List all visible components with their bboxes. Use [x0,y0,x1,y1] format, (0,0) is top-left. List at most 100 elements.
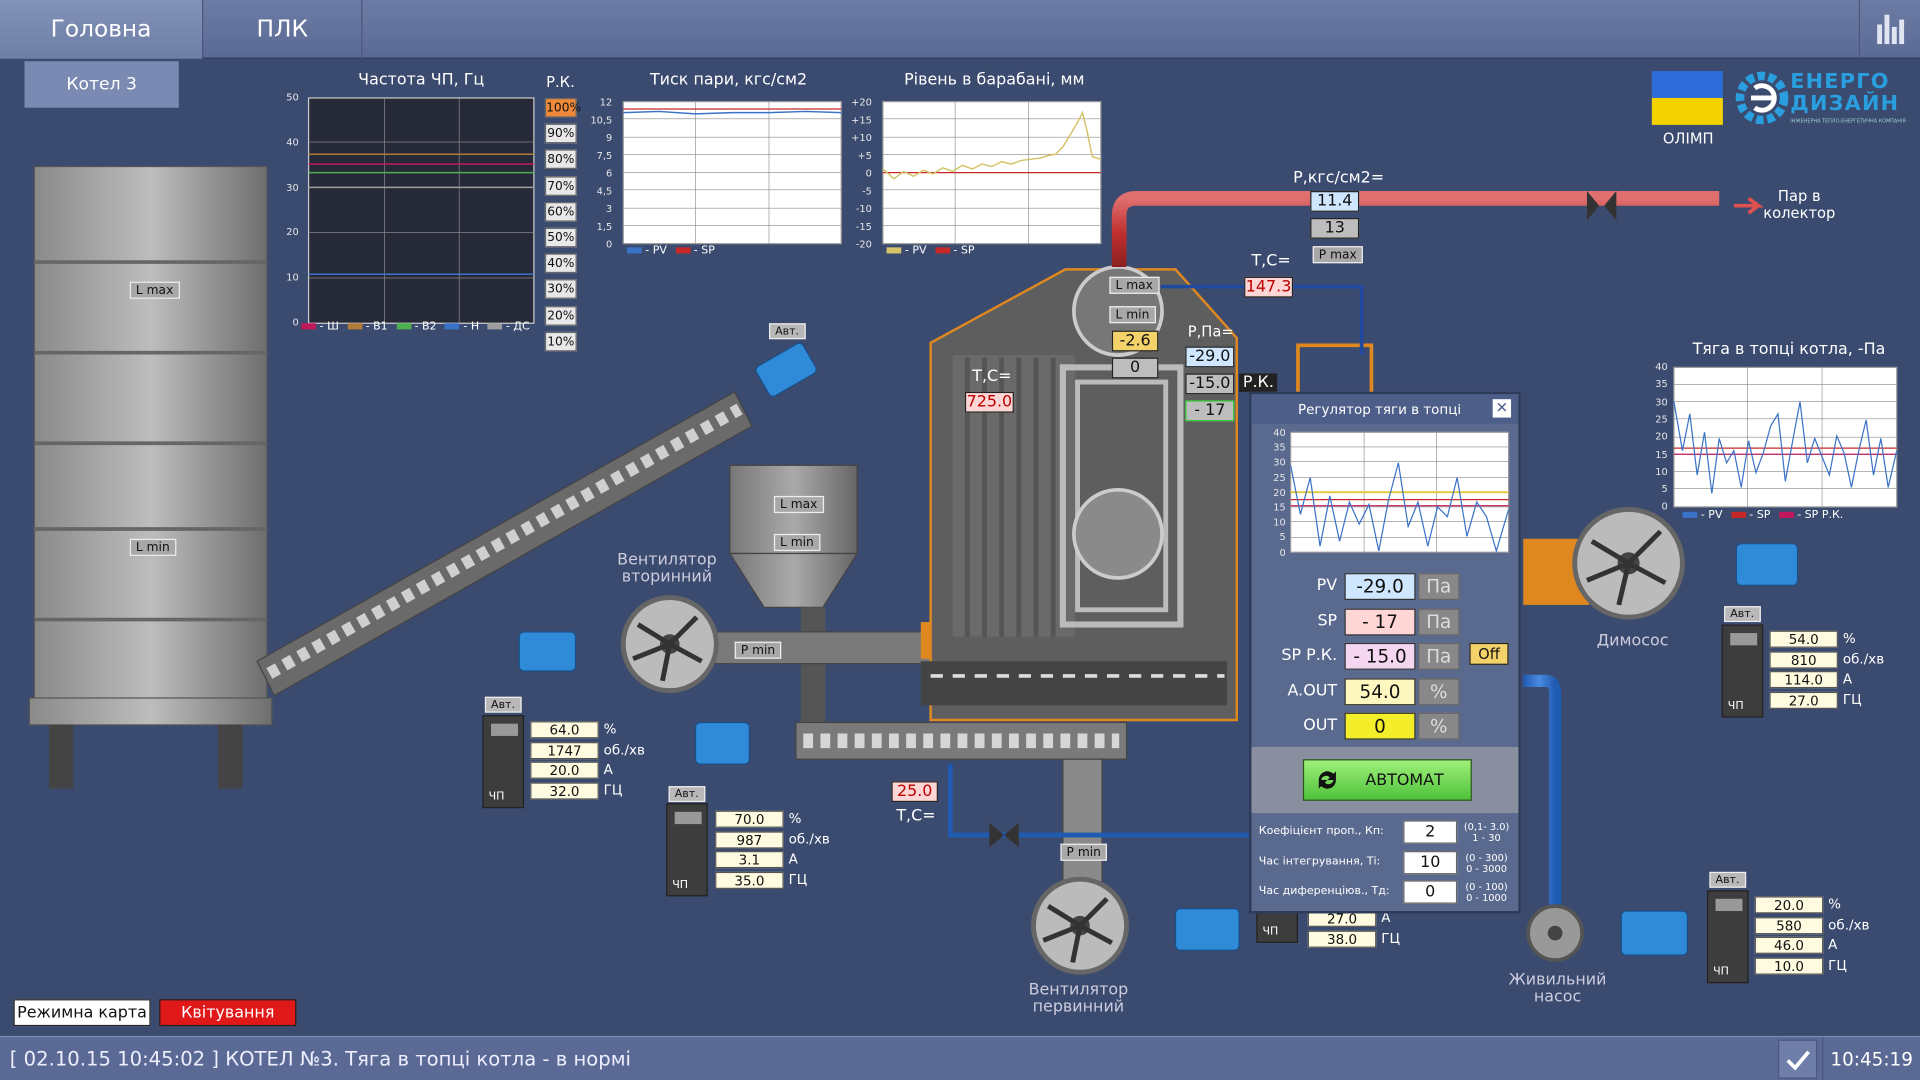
drive-unit: % [1828,896,1841,913]
coeff-input[interactable]: 10 [1403,850,1458,874]
param-value[interactable]: -29.0 [1344,573,1416,601]
drive-value: 114.0 [1769,671,1838,689]
drive-unit: ГЦ [788,871,808,888]
freq-legend: - Ш - В1 - В2 - Н - ДС [296,320,530,334]
rk-step[interactable]: 50% [544,227,577,248]
secondary-fan-drive[interactable]: ЧП [482,715,525,809]
pressure-chart-title: Тиск пари, кгс/см2 [649,71,808,90]
param-unit: % [1417,677,1460,705]
arrow-right-icon [1733,196,1764,215]
rk-step[interactable]: 100% [544,97,581,118]
rk-step[interactable]: 10% [544,331,577,352]
y-tick-label: 20 [286,227,299,239]
level-chart-title: Рівень в барабані, мм [904,71,1085,90]
draft-legend: - PV - SP - SP Р.К. [1678,509,1843,522]
draft-rk-label: Р.К. [1239,373,1278,392]
t3-label: Т,С= [896,806,936,826]
fuel-silo [28,165,273,789]
rk-step[interactable]: 30% [544,279,577,300]
drive-label: ЧП [1727,700,1744,713]
param-label: SP Р.К. [1281,646,1338,665]
screw-mode[interactable]: Авт. [668,786,705,803]
y-tick-label: 30 [1655,396,1668,408]
legend-item: - PV [904,244,927,258]
tab-home[interactable]: Головна [0,0,204,59]
rk-step[interactable]: 20% [544,305,577,326]
close-icon[interactable]: ✕ [1492,399,1512,418]
motor-screw [694,721,751,765]
drive-unit: А [788,851,798,867]
draft-sp: - 17 [1185,400,1235,422]
steam-pressure-pv: 11.4 [1310,191,1360,212]
steam-pressure-label: Р,кгс/см2= [1293,168,1385,188]
motor-pump [1620,910,1688,956]
y-tick-label: +20 [851,96,872,108]
coeff-input[interactable]: 0 [1403,880,1458,904]
y-tick-label: 40 [1273,427,1286,439]
legend-item: - SP [693,244,715,258]
status-message: [ 02.10.15 10:45:02 ] КОТЕЛ №3. Тяга в т… [9,1046,631,1071]
smoke-fan-mode[interactable]: Авт. [1724,606,1761,623]
y-tick-label: 40 [1655,361,1668,373]
y-tick-label: 30 [1273,457,1286,469]
t1-value: 147.3 [1244,276,1294,298]
drive-unit: об./хв [788,830,830,847]
y-tick-label: 12 [599,96,613,108]
primary-fan-drive[interactable]: ЧП [1256,908,1298,943]
coeff-input[interactable]: 2 [1403,820,1458,844]
refresh-icon [1318,771,1336,789]
screw-drive[interactable]: ЧП [666,803,708,897]
tab-plc[interactable]: ПЛК [203,0,363,59]
y-tick-label: 25 [1655,413,1668,425]
tab-boiler-3[interactable]: Котел 3 [24,61,179,108]
rk-step[interactable]: 40% [544,253,577,274]
y-tick-label: 6 [606,167,613,179]
auto-button[interactable]: АВТОМАТ [1302,759,1472,801]
secondary-fan-mode[interactable]: Авт. [484,696,522,713]
drive-label: ЧП [672,879,689,892]
logo-gear-icon [1735,71,1789,125]
bar-chart-icon[interactable] [1858,0,1920,59]
legend-item: - SP [953,244,975,258]
mode-map-button[interactable]: Режимна карта [13,999,151,1027]
top-nav: Головна ПЛК [0,0,1920,59]
drive-value: 70.0 [715,810,784,828]
drive-value: 64.0 [530,721,599,739]
drive-unit: А [1381,909,1391,926]
coeff-range: (0 - 300) 0 - 3000 [1465,851,1508,874]
coeff-range: (0 - 100) 0 - 1000 [1465,881,1508,904]
drive-unit: ГЦ [1842,691,1862,708]
rk-title: Р.К. [546,73,575,91]
rk-step[interactable]: 60% [544,201,577,222]
t3-value: 25.0 [891,781,938,803]
param-value[interactable]: - 15.0 [1344,642,1416,670]
steam-pressure-sp: 13 [1310,217,1360,239]
y-tick-label: 5 [1661,483,1668,495]
pump-mode[interactable]: Авт. [1709,871,1746,888]
param-value[interactable]: - 17 [1344,607,1416,635]
pump-drive[interactable]: ЧП [1706,890,1749,984]
smoke-fan-drive[interactable]: ЧП [1721,624,1764,718]
ack-button[interactable]: Квітування [159,999,297,1027]
rk-step[interactable]: 80% [544,149,577,170]
hopper-pmin: P min [734,641,782,659]
draft-pv: -29.0 [1185,346,1235,368]
y-tick-label: 5 [1279,531,1286,543]
drive-unit: об./хв [1842,650,1885,667]
coeff-label: Коефіцієнт проп., Кп: [1258,825,1384,838]
y-tick-label: -10 [855,203,872,215]
clock: 10:45:19 [1822,1037,1920,1080]
y-tick-label: 35 [1273,442,1286,454]
rk-step[interactable]: 70% [544,175,577,196]
legend-item: - Ш [319,320,339,334]
coeff-label: Час диференціюв., Тд: [1258,885,1390,898]
inclined-screw-mode[interactable]: Авт. [768,323,806,340]
rk-step[interactable]: 90% [544,123,577,144]
drum-level-sp: 0 [1111,357,1159,379]
y-tick-label: 0 [865,167,872,179]
off-button[interactable]: Off [1469,642,1509,665]
y-tick-label: 4,5 [596,185,613,197]
drive-unit: об./хв [1828,916,1870,933]
fan-primary-label: Вентилятор первинний [1028,980,1129,1017]
check-icon[interactable] [1777,1039,1818,1079]
